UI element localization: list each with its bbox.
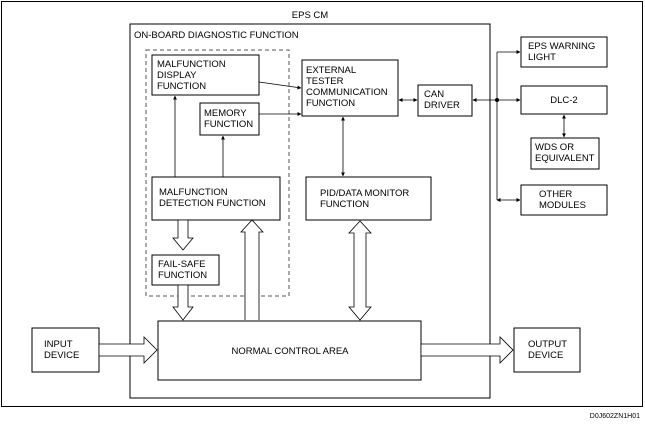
label-line: WDS OR — [535, 142, 574, 153]
label-line: DRIVER — [424, 100, 460, 111]
label-line: OTHER — [539, 189, 572, 200]
label-line: FUNCTION — [320, 199, 369, 210]
label-line: OUTPUT — [528, 339, 567, 350]
label-line: DETECTION FUNCTION — [159, 198, 266, 209]
hollow-arrow-failsafe-to-control — [172, 284, 194, 321]
hollow-arrow-input-to-control — [98, 336, 158, 364]
label-line: LIGHT — [528, 52, 556, 63]
label-line: NORMAL CONTROL AREA — [231, 346, 349, 357]
eps-cm-title: EPS CM — [292, 10, 329, 21]
label-line: FUNCTION — [158, 270, 207, 281]
label-line: DEVICE — [44, 350, 79, 361]
outer-frame — [1, 1, 643, 407]
label-line: DLC-2 — [550, 95, 577, 106]
label-line: MALFUNCTION — [159, 187, 228, 198]
hollow-arrow-control-to-detection — [240, 219, 264, 320]
arrow-display-to-tester — [258, 81, 302, 90]
normal-control-block: NORMAL CONTROL AREA — [157, 320, 422, 381]
label-line: INPUT — [44, 339, 73, 350]
label-line: MEMORY — [204, 108, 247, 119]
label-line: FUNCTION — [306, 98, 355, 109]
diagnostic-dashed-region — [145, 49, 290, 297]
label-line: TESTER — [306, 76, 344, 87]
label-line: EQUIVALENT — [535, 153, 595, 164]
label-line: FUNCTION — [204, 119, 253, 130]
obd-title: ON-BOARD DIAGNOSTIC FUNCTION — [134, 30, 299, 41]
label-line: EXTERNAL — [306, 65, 356, 76]
label-line: COMMUNICATION — [306, 87, 388, 98]
dlc2-block: DLC-2 — [520, 85, 608, 115]
label-line: FUNCTION — [157, 81, 206, 92]
label-line: FAIL-SAFE — [158, 259, 206, 270]
label-line: DISPLAY — [157, 70, 197, 81]
label-line: CAN — [424, 89, 444, 100]
label-line: EPS WARNING — [528, 41, 595, 52]
hollow-arrow-detection-to-failsafe — [172, 219, 194, 251]
hollow-arrow-pid-control — [348, 220, 372, 321]
label-line: PID/DATA MONITOR — [320, 188, 409, 199]
hollow-arrow-control-to-output — [420, 336, 514, 364]
label-line: DEVICE — [528, 350, 563, 361]
figure-code: D0J602ZN1H01 — [590, 413, 640, 420]
eps-cm-box — [129, 23, 491, 399]
label-line: MALFUNCTION — [157, 59, 226, 70]
label-line: MODULES — [539, 200, 586, 211]
